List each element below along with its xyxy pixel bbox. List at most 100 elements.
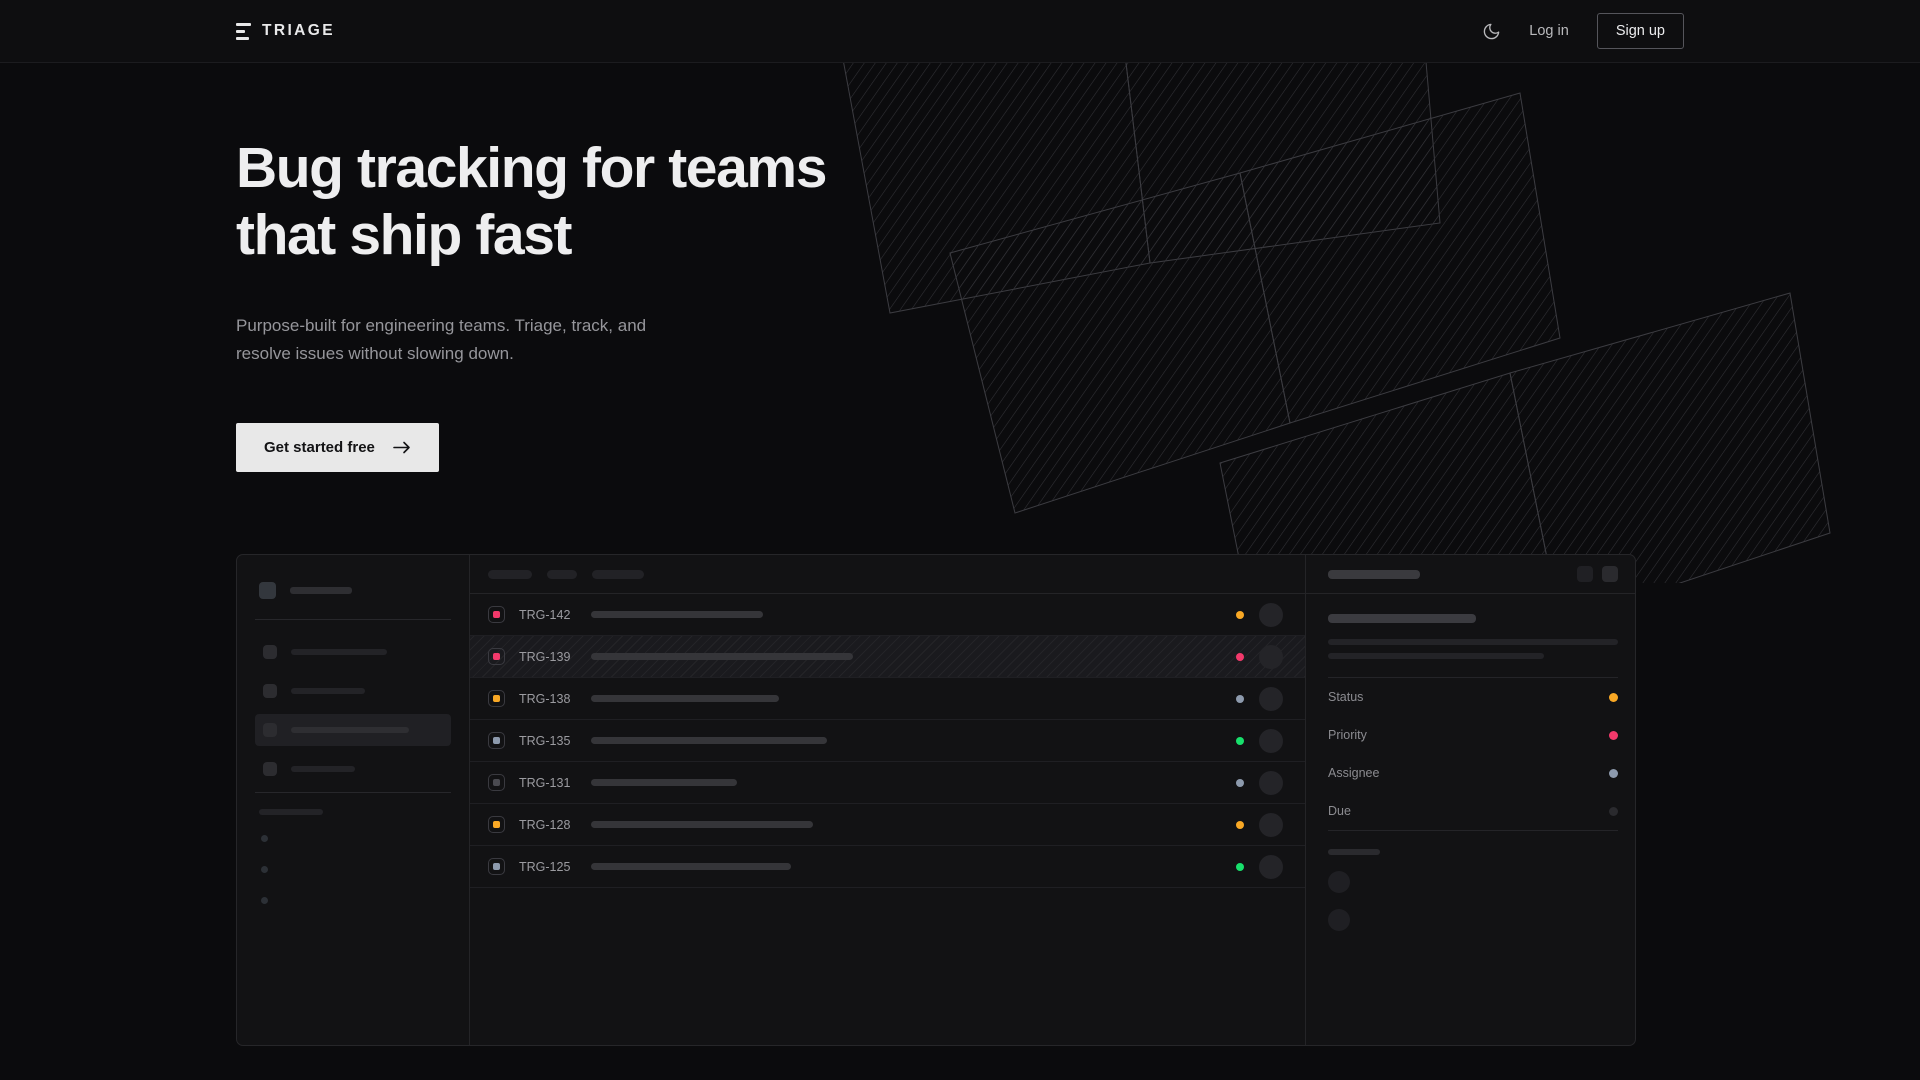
detail-icon-button-2[interactable]	[1602, 566, 1618, 583]
detail-description-line-2	[1328, 653, 1544, 660]
heading-line-2: that ship fast	[236, 202, 572, 267]
activity-avatar-2[interactable]	[1328, 909, 1350, 932]
detail-icon-button-1[interactable]	[1577, 566, 1593, 583]
sidebar-divider-bottom	[255, 792, 451, 794]
status-dot	[1236, 820, 1244, 829]
table-row[interactable]: TRG-131	[470, 762, 1305, 805]
priority-badge-icon	[488, 690, 505, 708]
toolbar-pill-2[interactable]	[547, 569, 577, 579]
detail-divider	[1328, 677, 1618, 679]
assignee-avatar[interactable]	[1259, 854, 1283, 879]
detail-toolbar	[1306, 555, 1635, 595]
sidebar-item-icon	[263, 762, 277, 777]
page-title: Bug tracking for teams that ship fast	[236, 135, 896, 268]
table-row[interactable]: TRG-142	[470, 594, 1305, 637]
heading-line-1: Bug tracking for teams	[236, 136, 827, 200]
metadata-value-dot	[1609, 692, 1618, 702]
sidebar-mini-dot-2[interactable]	[261, 866, 268, 874]
sidebar-item-label-skeleton	[291, 727, 409, 734]
assignee-avatar[interactable]	[1259, 812, 1283, 837]
activity-avatar-1[interactable]	[1328, 871, 1350, 894]
priority-badge-icon	[488, 858, 505, 876]
status-dot	[1236, 652, 1244, 661]
metadata-row-due[interactable]: Due	[1328, 792, 1618, 830]
issue-id: TRG-139	[519, 649, 571, 664]
issue-detail-panel: Status Priority Assignee Due	[1306, 555, 1635, 1045]
metadata-value-dot	[1609, 806, 1618, 816]
metadata-label: Priority	[1328, 728, 1367, 743]
metadata-label: Assignee	[1328, 766, 1380, 781]
metadata-row-priority[interactable]: Priority	[1328, 716, 1618, 754]
cta-label: Get started free	[264, 439, 375, 457]
detail-description-line-1	[1328, 639, 1618, 646]
sidebar-item-2[interactable]	[255, 675, 451, 707]
sidebar-item-1[interactable]	[255, 636, 451, 668]
issue-title-skeleton	[591, 821, 813, 829]
hero-section: Bug tracking for teams that ship fast Pu…	[0, 63, 1920, 1079]
toolbar-pill-3[interactable]	[592, 569, 644, 579]
status-dot	[1236, 694, 1244, 703]
table-row[interactable]: TRG-138	[470, 678, 1305, 721]
sidebar-mini-dot-1[interactable]	[261, 835, 268, 843]
sidebar-item-icon	[263, 645, 277, 660]
priority-badge-icon	[488, 774, 505, 792]
metadata-value-dot	[1609, 768, 1618, 778]
assignee-avatar[interactable]	[1259, 602, 1283, 627]
workspace-name-skeleton	[290, 587, 352, 595]
signup-button[interactable]: Sign up	[1596, 13, 1684, 49]
table-row[interactable]: TRG-135	[470, 720, 1305, 763]
assignee-avatar[interactable]	[1259, 728, 1283, 753]
subtitle-line-2: resolve issues without slowing down.	[236, 343, 514, 363]
issue-id: TRG-131	[519, 775, 571, 790]
mockup-sidebar	[237, 555, 470, 1046]
assignee-avatar[interactable]	[1259, 770, 1283, 795]
issue-title-skeleton	[591, 611, 763, 619]
triage-bars-icon	[236, 22, 251, 40]
workspace-avatar	[259, 582, 276, 600]
sidebar-section-label-skeleton	[259, 809, 323, 816]
login-link[interactable]: Log in	[1529, 23, 1569, 39]
issue-title-skeleton	[591, 737, 827, 745]
sidebar-item-icon	[263, 684, 277, 699]
issue-id: TRG-125	[519, 859, 571, 874]
priority-badge-icon	[488, 606, 505, 624]
table-row[interactable]: TRG-128	[470, 804, 1305, 847]
activity-divider	[1328, 830, 1618, 832]
moon-icon[interactable]	[1482, 22, 1501, 41]
sidebar-item-label-skeleton	[291, 766, 355, 773]
metadata-row-status[interactable]: Status	[1328, 678, 1618, 716]
workspace-switcher[interactable]	[259, 582, 451, 600]
assignee-avatar[interactable]	[1259, 644, 1283, 669]
metadata-label: Due	[1328, 804, 1351, 819]
sidebar-mini-dot-3[interactable]	[261, 897, 268, 905]
sidebar-item-label-skeleton	[291, 649, 387, 656]
activity-label-skeleton	[1328, 849, 1380, 856]
sidebar-item-icon	[263, 723, 277, 738]
brand-name: TRIAGE	[262, 22, 335, 39]
assignee-avatar[interactable]	[1259, 686, 1283, 711]
table-row[interactable]: TRG-139	[470, 636, 1305, 679]
detail-heading-skeleton	[1328, 614, 1476, 624]
app-preview-mockup: TRG-142 TRG-139 TRG-138 TRG-135 TRG-131	[236, 554, 1636, 1047]
status-dot	[1236, 736, 1244, 745]
sidebar-item-3[interactable]	[255, 714, 451, 747]
issue-title-skeleton	[591, 695, 779, 703]
issue-title-skeleton	[591, 653, 853, 661]
get-started-button[interactable]: Get started free	[236, 423, 439, 473]
detail-title-skeleton	[1328, 569, 1420, 579]
sidebar-item-4[interactable]	[255, 753, 451, 785]
arrow-right-icon	[393, 441, 411, 454]
brand-logo[interactable]: TRIAGE	[236, 22, 335, 40]
priority-badge-icon	[488, 816, 505, 834]
toolbar-pill-1[interactable]	[488, 569, 532, 579]
detail-action-icons[interactable]	[1577, 566, 1618, 583]
table-row[interactable]: TRG-125	[470, 846, 1305, 889]
top-navigation-bar: TRIAGE Log in Sign up	[0, 0, 1920, 63]
detail-body	[1306, 594, 1635, 679]
status-dot	[1236, 778, 1244, 787]
issue-id: TRG-128	[519, 817, 571, 832]
status-dot	[1236, 610, 1244, 619]
priority-badge-icon	[488, 732, 505, 750]
metadata-row-assignee[interactable]: Assignee	[1328, 754, 1618, 792]
issue-title-skeleton	[591, 779, 737, 787]
